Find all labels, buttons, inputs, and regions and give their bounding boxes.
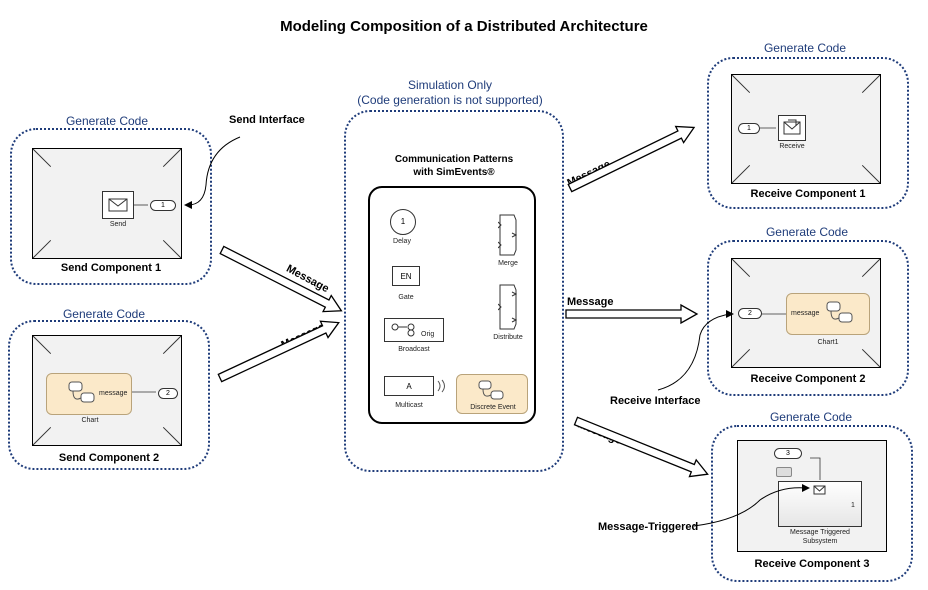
send1-generate-code-label: Generate Code xyxy=(65,114,149,128)
toggle-indicator-icon xyxy=(776,467,792,477)
multicast-label: Multicast xyxy=(395,402,423,409)
orig-label: Orig xyxy=(421,331,435,338)
signal-waves-icon xyxy=(437,379,445,393)
message-label-recv3: Message xyxy=(575,418,624,447)
send-component-2-group xyxy=(8,320,210,470)
subsystem-out-label: 1 xyxy=(851,502,855,509)
canvas-corner-marks xyxy=(732,259,880,367)
send-component-2-name: Send Component 2 xyxy=(58,452,160,464)
receive-component-1-canvas[interactable]: 1 Receive xyxy=(731,74,881,184)
recv2-chart-label: Chart1 xyxy=(817,339,839,346)
recv2-generate-code-label: Generate Code xyxy=(765,225,849,239)
message-arrow-recv1 xyxy=(567,125,696,193)
send-component-1-canvas[interactable]: Send 1 xyxy=(32,148,182,259)
codegen-not-supported-label: (Code generation is not supported) xyxy=(357,93,543,107)
receive-block[interactable] xyxy=(778,115,806,141)
chart-message-label: message xyxy=(99,390,128,397)
message-triggered-label: Message-Triggered xyxy=(598,521,699,533)
message-arrow-send1 xyxy=(219,245,343,313)
receive-component-2-canvas[interactable]: 2 message Chart1 xyxy=(731,258,881,368)
send-component-1-name: Send Component 1 xyxy=(60,262,162,274)
message-triggered-subsystem-block[interactable]: 1 xyxy=(778,481,862,527)
patterns-title-line1: Communication Patterns xyxy=(394,154,514,165)
recv1-inport[interactable]: 1 xyxy=(738,123,760,134)
broadcast-block[interactable]: Orig xyxy=(384,318,444,342)
send2-generate-code-label: Generate Code xyxy=(62,307,146,321)
trigger-envelope-icon xyxy=(813,485,826,495)
receive-component-3-canvas[interactable]: 3 1 Message Triggered Subsystem xyxy=(737,440,887,552)
chart-message-label: message xyxy=(791,310,820,317)
stateflow-chart-icon xyxy=(826,301,853,323)
discrete-event-label: Discrete Event xyxy=(470,404,516,411)
canvas-corner-marks xyxy=(33,149,181,258)
send1-outport[interactable]: 1 xyxy=(150,200,176,211)
discrete-event-chart-block[interactable]: Discrete Event xyxy=(456,374,528,414)
receive-component-2-name: Receive Component 2 xyxy=(750,373,866,385)
broadcast-icon xyxy=(391,323,415,337)
distribute-label: Distribute xyxy=(493,334,523,341)
recv3-generate-code-label: Generate Code xyxy=(769,410,853,424)
receive-envelope-icon xyxy=(783,119,801,135)
recv3-inport[interactable]: 3 xyxy=(774,448,802,459)
receive-interface-label: Receive Interface xyxy=(610,395,701,407)
send-block[interactable] xyxy=(102,191,134,219)
receive-component-1-name: Receive Component 1 xyxy=(750,188,866,200)
canvas-corner-marks xyxy=(33,336,181,445)
receive-component-1-group xyxy=(707,57,909,209)
send2-chart-label: Chart xyxy=(81,417,99,424)
stateflow-chart-icon xyxy=(68,381,95,403)
multicast-block[interactable]: A xyxy=(384,376,434,396)
message-label-send1: Message xyxy=(284,262,331,296)
send-block-label: Send xyxy=(109,221,127,228)
delay-label: Delay xyxy=(393,238,411,245)
simulation-only-label: Simulation Only xyxy=(407,78,493,92)
delay-block[interactable]: 1 xyxy=(390,209,416,235)
send-interface-label: Send Interface xyxy=(229,114,305,126)
communication-patterns-library: 1 Delay EN Gate Orig Broadcast A Multica… xyxy=(368,186,536,424)
receive-block-label: Receive xyxy=(779,143,805,150)
patterns-title-line2: with SimEvents® xyxy=(413,167,495,178)
simulation-only-group xyxy=(344,110,564,472)
send-component-1-group xyxy=(10,128,212,285)
broadcast-label: Broadcast xyxy=(398,346,430,353)
receive-component-3-name: Receive Component 3 xyxy=(754,558,870,570)
stateflow-chart-icon xyxy=(478,380,504,400)
canvas-corner-marks xyxy=(732,75,880,183)
send2-outport[interactable]: 2 xyxy=(158,388,178,399)
message-label-recv1: Message xyxy=(565,158,613,190)
message-label-recv2: Message xyxy=(567,296,614,308)
gate-label: Gate xyxy=(398,294,414,301)
subsystem-label-line2: Subsystem xyxy=(802,538,838,545)
recv2-inport[interactable]: 2 xyxy=(738,308,762,319)
diagram-title: Modeling Composition of a Distributed Ar… xyxy=(280,18,648,35)
subsystem-label-line1: Message Triggered xyxy=(790,529,850,536)
recv1-generate-code-label: Generate Code xyxy=(763,41,847,55)
distribute-block[interactable] xyxy=(498,284,518,330)
send2-chart-block[interactable]: message xyxy=(46,373,132,415)
message-label-send2: Message xyxy=(279,320,327,352)
merge-label: Merge xyxy=(498,260,518,267)
merge-block[interactable] xyxy=(498,214,518,256)
gate-block[interactable]: EN xyxy=(392,266,420,286)
envelope-icon xyxy=(108,198,128,212)
recv2-chart-block[interactable]: message xyxy=(786,293,870,335)
send-component-2-canvas[interactable]: message Chart 2 xyxy=(32,335,182,446)
